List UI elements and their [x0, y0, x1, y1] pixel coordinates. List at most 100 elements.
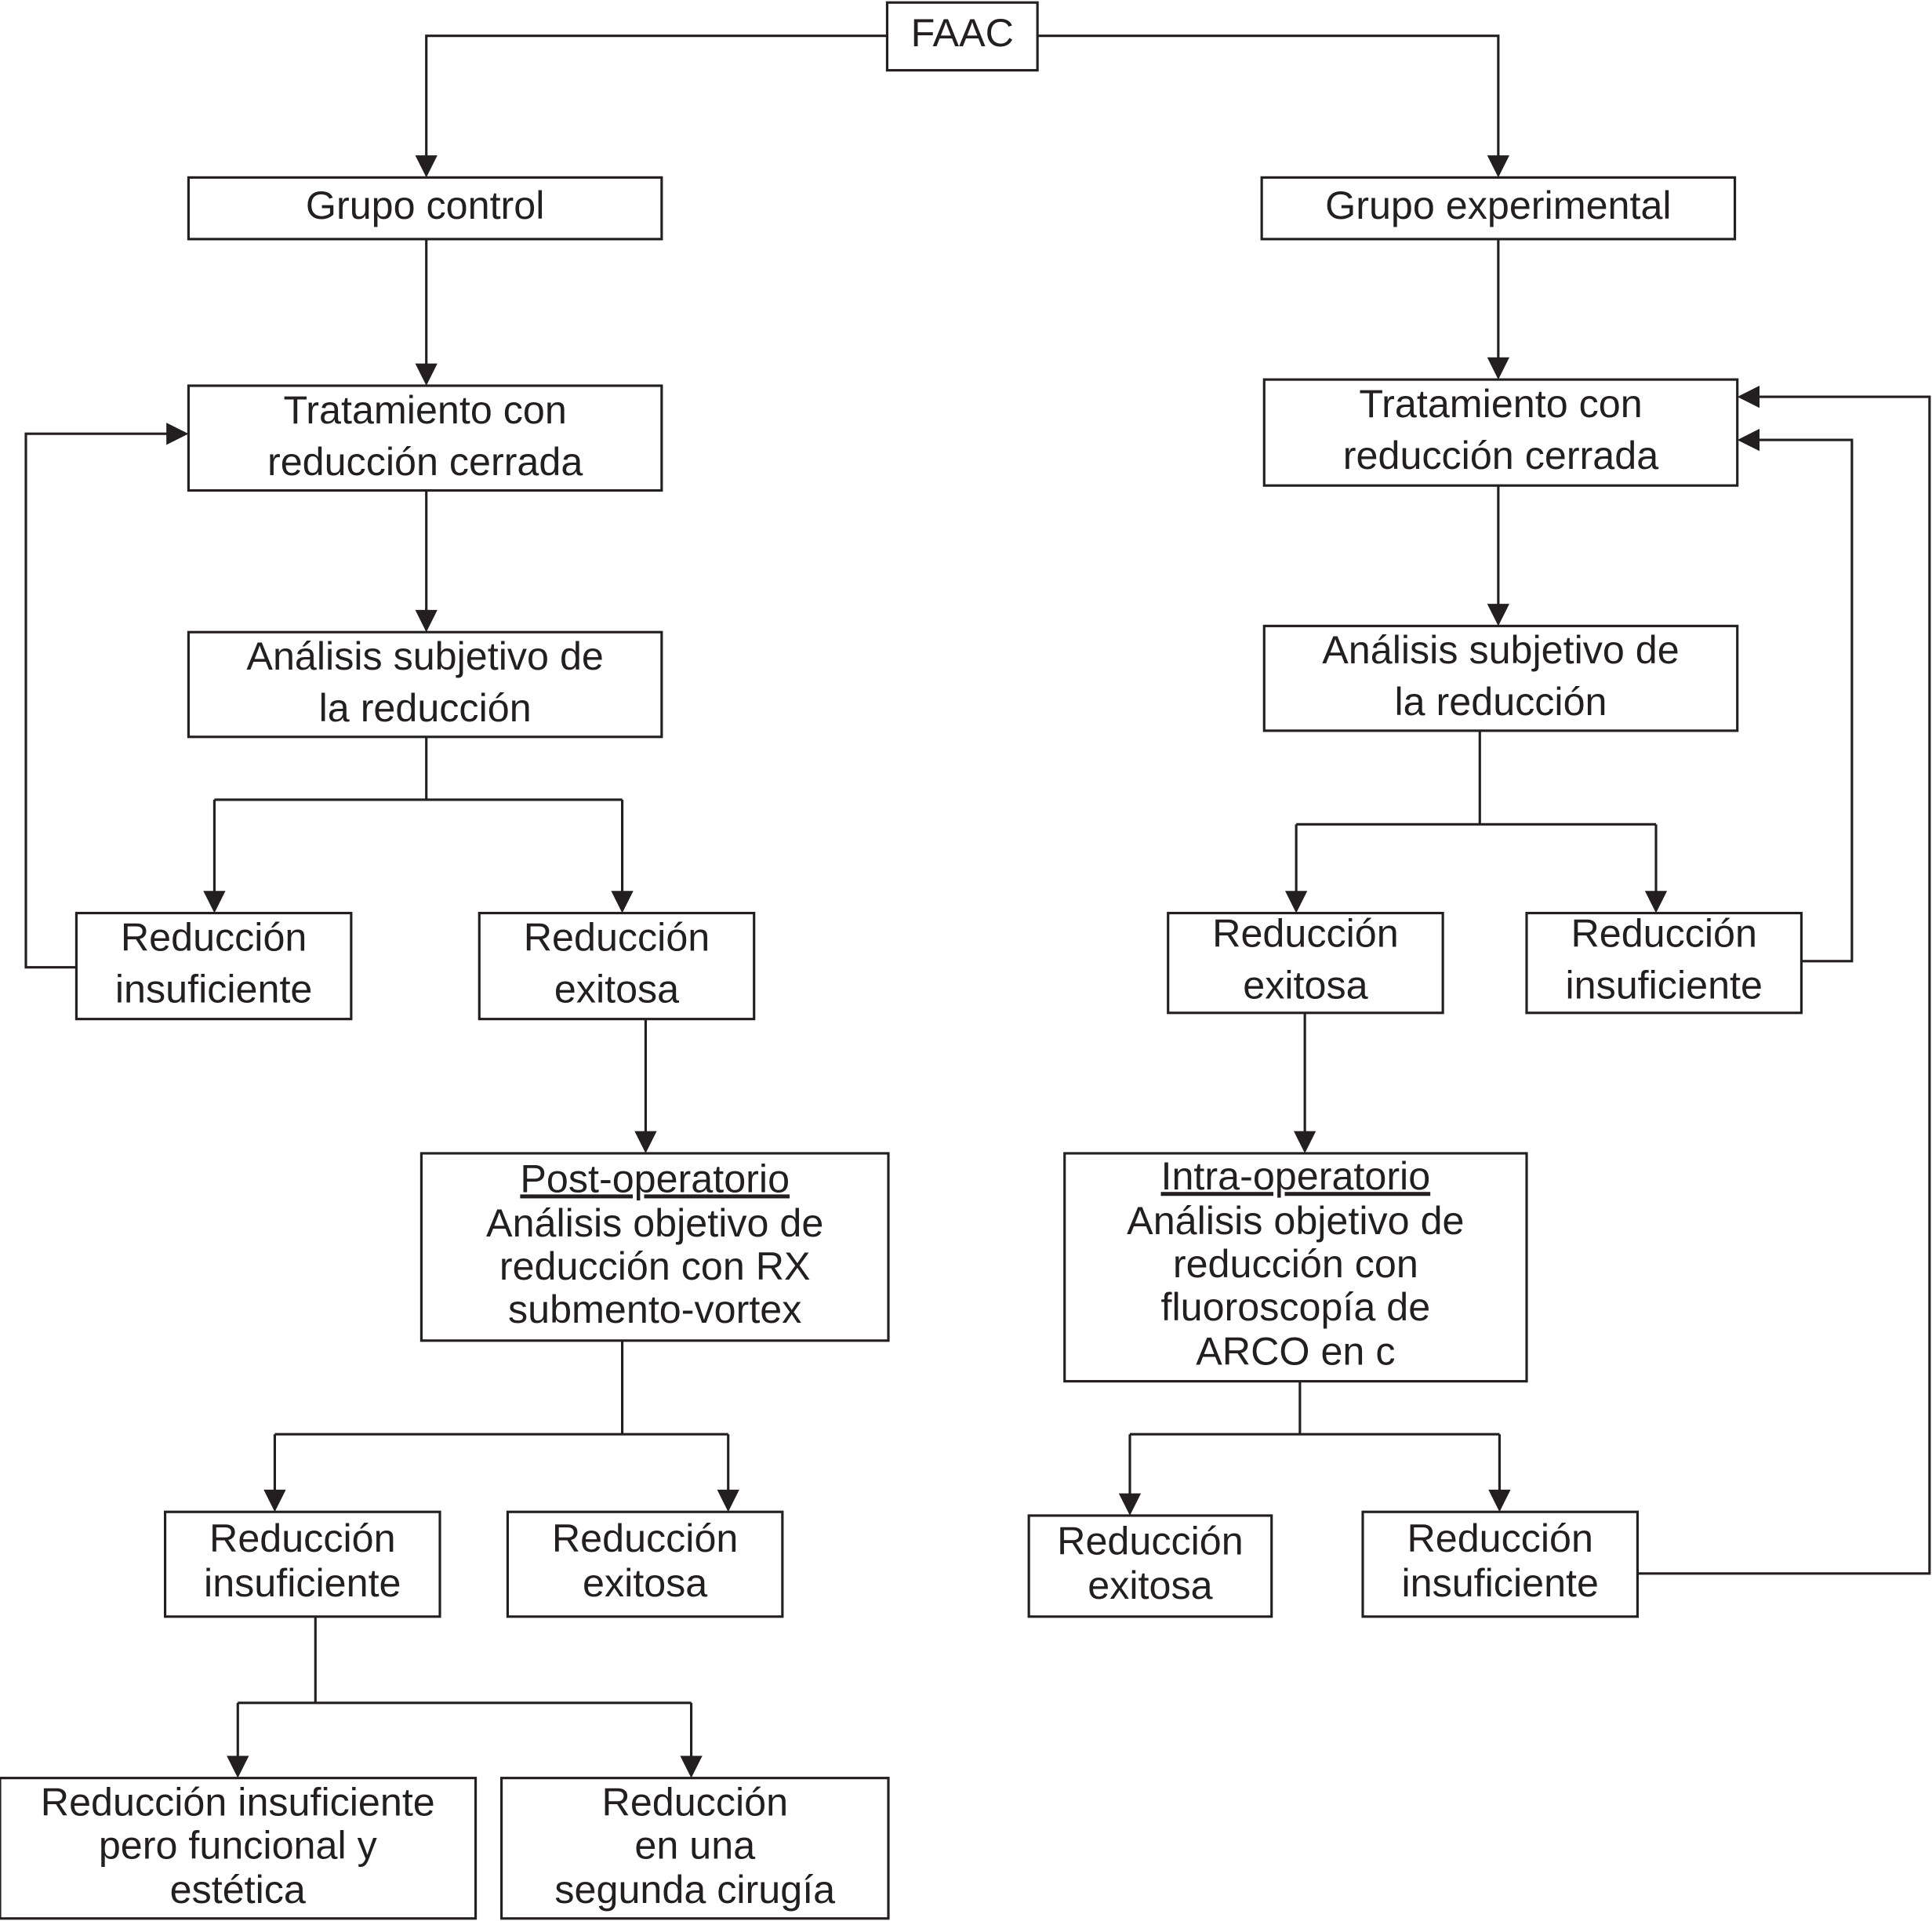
node-label: reducción cerrada — [1343, 433, 1658, 478]
node-label: insuficiente — [1401, 1560, 1598, 1605]
node-label: Reducción — [1407, 1516, 1593, 1560]
node-label: Reducción — [602, 1779, 789, 1824]
node-label: segunda cirugía — [554, 1867, 835, 1912]
node-label: Reducción — [1057, 1518, 1244, 1563]
node-box — [478, 911, 756, 1021]
arrowhead-icon — [1737, 428, 1760, 452]
connector-line — [425, 34, 888, 161]
connector-line — [1754, 438, 1854, 963]
node-label: la reducción — [1394, 679, 1607, 724]
node-label: reducción cerrada — [267, 439, 583, 484]
node-label: Reducción — [121, 914, 307, 959]
node-control-insufficient: Reducción insuficiente — [74, 911, 353, 1021]
node-label: reducción con RX — [499, 1244, 811, 1288]
node-label: Reducción — [1212, 911, 1399, 956]
node-label: Análisis objetivo de — [1127, 1198, 1464, 1243]
node-box — [0, 1777, 478, 1920]
arrowhead-icon — [415, 363, 438, 386]
node-box — [419, 1152, 890, 1342]
arrowhead-icon — [1644, 891, 1668, 913]
arrowhead-icon — [1737, 385, 1760, 409]
node-box — [1525, 911, 1803, 1015]
node-label: Reducción insuficiente — [41, 1779, 435, 1824]
arrowhead-icon — [1487, 357, 1509, 380]
node-label: Reducción — [209, 1516, 396, 1560]
node-label: Análisis subjetivo de — [246, 634, 603, 678]
node-label: reducción con — [1173, 1241, 1418, 1286]
node-label: Grupo control — [306, 183, 545, 227]
node-root: FAAC — [885, 1, 1039, 72]
node-label: Análisis objetivo de — [486, 1200, 823, 1245]
node-box — [1262, 378, 1739, 487]
node-label: exitosa — [1088, 1563, 1212, 1607]
node-experimental-success: Reducción exitosa — [1167, 911, 1444, 1015]
node-experimental-subjective: Análisis subjetivo de la reducción — [1262, 624, 1739, 732]
arrowhead-icon — [203, 891, 226, 913]
node-label: fluoroscopía de — [1160, 1284, 1430, 1329]
arrowhead-icon — [1488, 1489, 1511, 1512]
node-box — [187, 630, 663, 739]
node-label: Reducción — [524, 914, 710, 959]
arrowhead-icon — [227, 1756, 249, 1778]
node-label: insuficiente — [204, 1560, 401, 1605]
node-label: Reducción — [1571, 911, 1757, 956]
node-experimental-insufficient: Reducción insuficiente — [1525, 911, 1803, 1015]
arrowhead-icon — [680, 1756, 703, 1778]
node-label: insuficiente — [1565, 963, 1762, 1008]
connector-line — [24, 432, 172, 969]
arrowhead-icon — [415, 609, 438, 633]
arrowhead-icon — [611, 891, 634, 913]
node-box — [499, 1777, 890, 1920]
node-control-group: Grupo control — [187, 176, 663, 241]
node-box — [1027, 1514, 1273, 1618]
arrowhead-icon — [263, 1489, 286, 1512]
node-box — [163, 1510, 441, 1618]
node-label: Grupo experimental — [1325, 183, 1671, 227]
arrowhead-icon — [1294, 1131, 1316, 1153]
node-label: FAAC — [911, 10, 1014, 55]
nodes: FAAC Grupo control Grupo experimentalTrata… — [0, 1, 1803, 1920]
connector-line — [1637, 395, 1931, 1575]
node-box — [74, 911, 353, 1021]
connectors — [24, 34, 1931, 1778]
arrowhead-icon — [634, 1131, 657, 1153]
node-label: insuficiente — [115, 966, 312, 1011]
node-experimental-treatment: Tratamiento con reducción cerrada — [1262, 378, 1739, 487]
node-label: Tratamiento con — [1359, 381, 1642, 426]
node-label: pero funcional y — [99, 1822, 378, 1867]
node-label: Intra-operatorio — [1161, 1153, 1431, 1198]
node-label: Tratamiento con — [283, 387, 566, 432]
node-box — [1361, 1510, 1639, 1618]
arrowhead-icon — [1118, 1493, 1142, 1516]
node-label: exitosa — [1243, 963, 1367, 1008]
node-box — [1262, 624, 1739, 732]
node-label: exitosa — [554, 966, 679, 1011]
node-label: submento-vortex — [508, 1287, 801, 1331]
arrowhead-icon — [1285, 891, 1308, 913]
node-box — [1063, 1152, 1528, 1383]
node-label: Post-operatorio — [520, 1156, 790, 1200]
node-label: estética — [170, 1867, 306, 1912]
node-label: ARCO en c — [1196, 1328, 1395, 1373]
node-box — [1260, 176, 1737, 241]
arrowhead-icon — [1487, 604, 1509, 626]
node-box — [506, 1510, 784, 1618]
arrowhead-icon — [166, 423, 189, 445]
node-control-treatment: Tratamiento con reducción cerrada — [187, 384, 663, 492]
arrowhead-icon — [717, 1489, 739, 1512]
node-box — [187, 176, 663, 241]
arrowhead-icon — [1487, 155, 1509, 178]
node-label: exitosa — [583, 1560, 707, 1605]
node-label: Análisis subjetivo de — [1322, 627, 1679, 672]
arrowhead-icon — [415, 155, 438, 178]
